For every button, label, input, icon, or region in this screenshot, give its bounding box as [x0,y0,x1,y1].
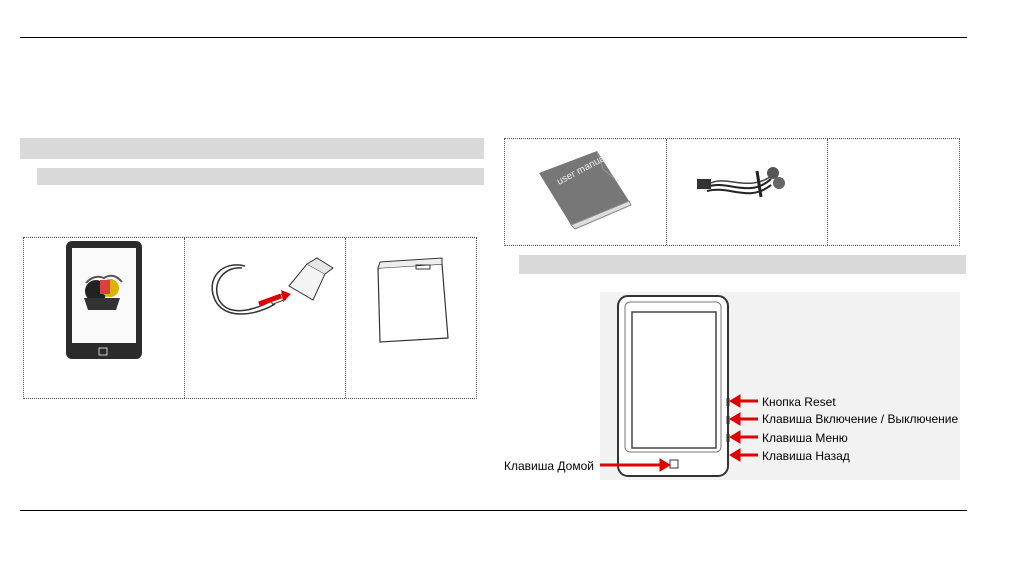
manual-icon: user manual [539,150,632,230]
package-contents-grid-left [23,237,477,399]
cell-manual: user manual [505,139,666,245]
device-diagram-icon [617,295,730,477]
cell-earphones [666,139,827,245]
bottom-rule [20,510,967,511]
cell-empty [827,139,961,245]
label-reset: Кнопка Reset [762,395,836,409]
arrowhead-home [659,458,671,472]
label-home: Клавиша Домой [504,459,594,473]
earphones-icon [697,167,785,198]
cell-tablet [24,238,184,398]
label-menu: Клавиша Меню [762,431,848,445]
tablet-icon [66,241,142,359]
arrowhead-power [729,412,741,426]
top-rule [20,37,967,38]
cell-charger [184,238,345,398]
package-contents-grid-right: user manual [504,138,960,246]
section-bar-right [519,255,966,274]
battery-icon [377,257,449,343]
label-back: Клавиша Назад [762,449,850,463]
arrowhead-reset [729,394,741,408]
section-bar-sub [37,168,484,185]
charger-icon [211,257,334,315]
section-bar-main [20,138,484,159]
callout-arrows [600,394,758,472]
label-power: Клавиша Включение / Выключение [762,412,959,426]
arrowhead-menu [729,430,741,444]
arrowhead-back [729,448,741,462]
cell-battery [345,238,478,398]
